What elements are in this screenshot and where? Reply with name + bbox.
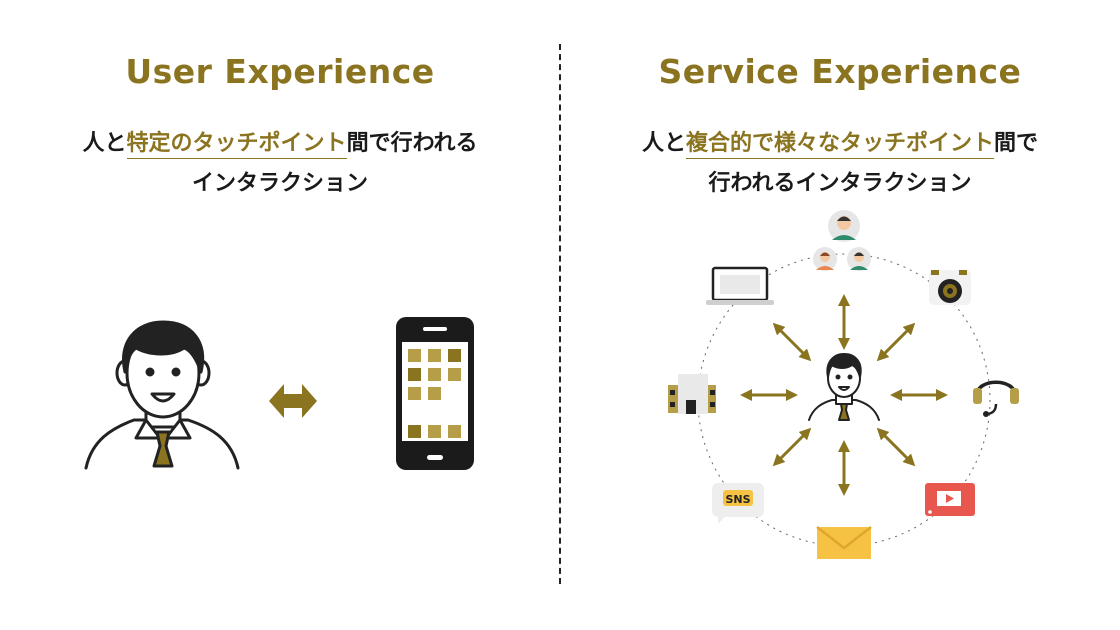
people-group-icon — [813, 210, 871, 271]
ux-desc-highlight: 特定のタッチポイント — [126, 131, 347, 159]
sx-desc-pre: 人と — [641, 131, 686, 156]
video-player-icon — [925, 483, 975, 516]
user-experience-panel: User Experience 人と特定のタッチポイント間で行われる インタラク… — [0, 52, 560, 470]
smartphone-icon — [396, 317, 474, 470]
ux-desc-pre: 人と — [82, 131, 127, 156]
sns-label: SNS — [725, 493, 750, 506]
laptop-icon — [706, 266, 774, 305]
person-icon — [808, 353, 880, 421]
headset-icon — [973, 380, 1019, 417]
user-experience-illustration — [84, 317, 474, 470]
building-icon — [668, 374, 716, 414]
mail-icon — [816, 526, 872, 559]
arrow-down-right — [876, 427, 916, 467]
arrow-down-left — [772, 427, 812, 467]
sx-desc-post: 間で — [994, 131, 1039, 156]
ux-desc-post: 間で行われる — [346, 131, 478, 156]
touchpoint-orbit — [697, 253, 991, 547]
user-experience-title: User Experience — [125, 52, 435, 91]
service-experience-illustration: SNS — [668, 210, 1019, 559]
person-icon — [84, 320, 240, 470]
arrow-up-left — [772, 322, 812, 362]
double-arrow-icon — [269, 384, 317, 418]
ux-desc-line-1: 人と特定のタッチポイント間で行われる — [0, 124, 560, 164]
service-experience-title: Service Experience — [658, 52, 1022, 91]
arrow-up-right — [876, 322, 916, 362]
user-experience-description: 人と特定のタッチポイント間で行われる インタラクション — [0, 124, 560, 204]
sx-desc-highlight: 複合的で様々なタッチポイント — [685, 131, 994, 159]
service-experience-panel: Service Experience 人と複合的で様々なタッチポイント間で 行わ… — [560, 0, 1120, 630]
sns-chat-icon: SNS — [712, 483, 764, 524]
center-divider — [559, 44, 561, 584]
sx-desc-line-1: 人と複合的で様々なタッチポイント間で — [560, 124, 1120, 164]
app-grid — [408, 349, 461, 438]
ux-desc-line-2: インタラクション — [191, 171, 368, 196]
interaction-arrows — [740, 294, 948, 496]
service-experience-description: 人と複合的で様々なタッチポイント間で 行われるインタラクション — [560, 124, 1120, 204]
sx-desc-line-2: 行われるインタラクション — [708, 171, 972, 196]
camera-icon — [929, 270, 971, 305]
